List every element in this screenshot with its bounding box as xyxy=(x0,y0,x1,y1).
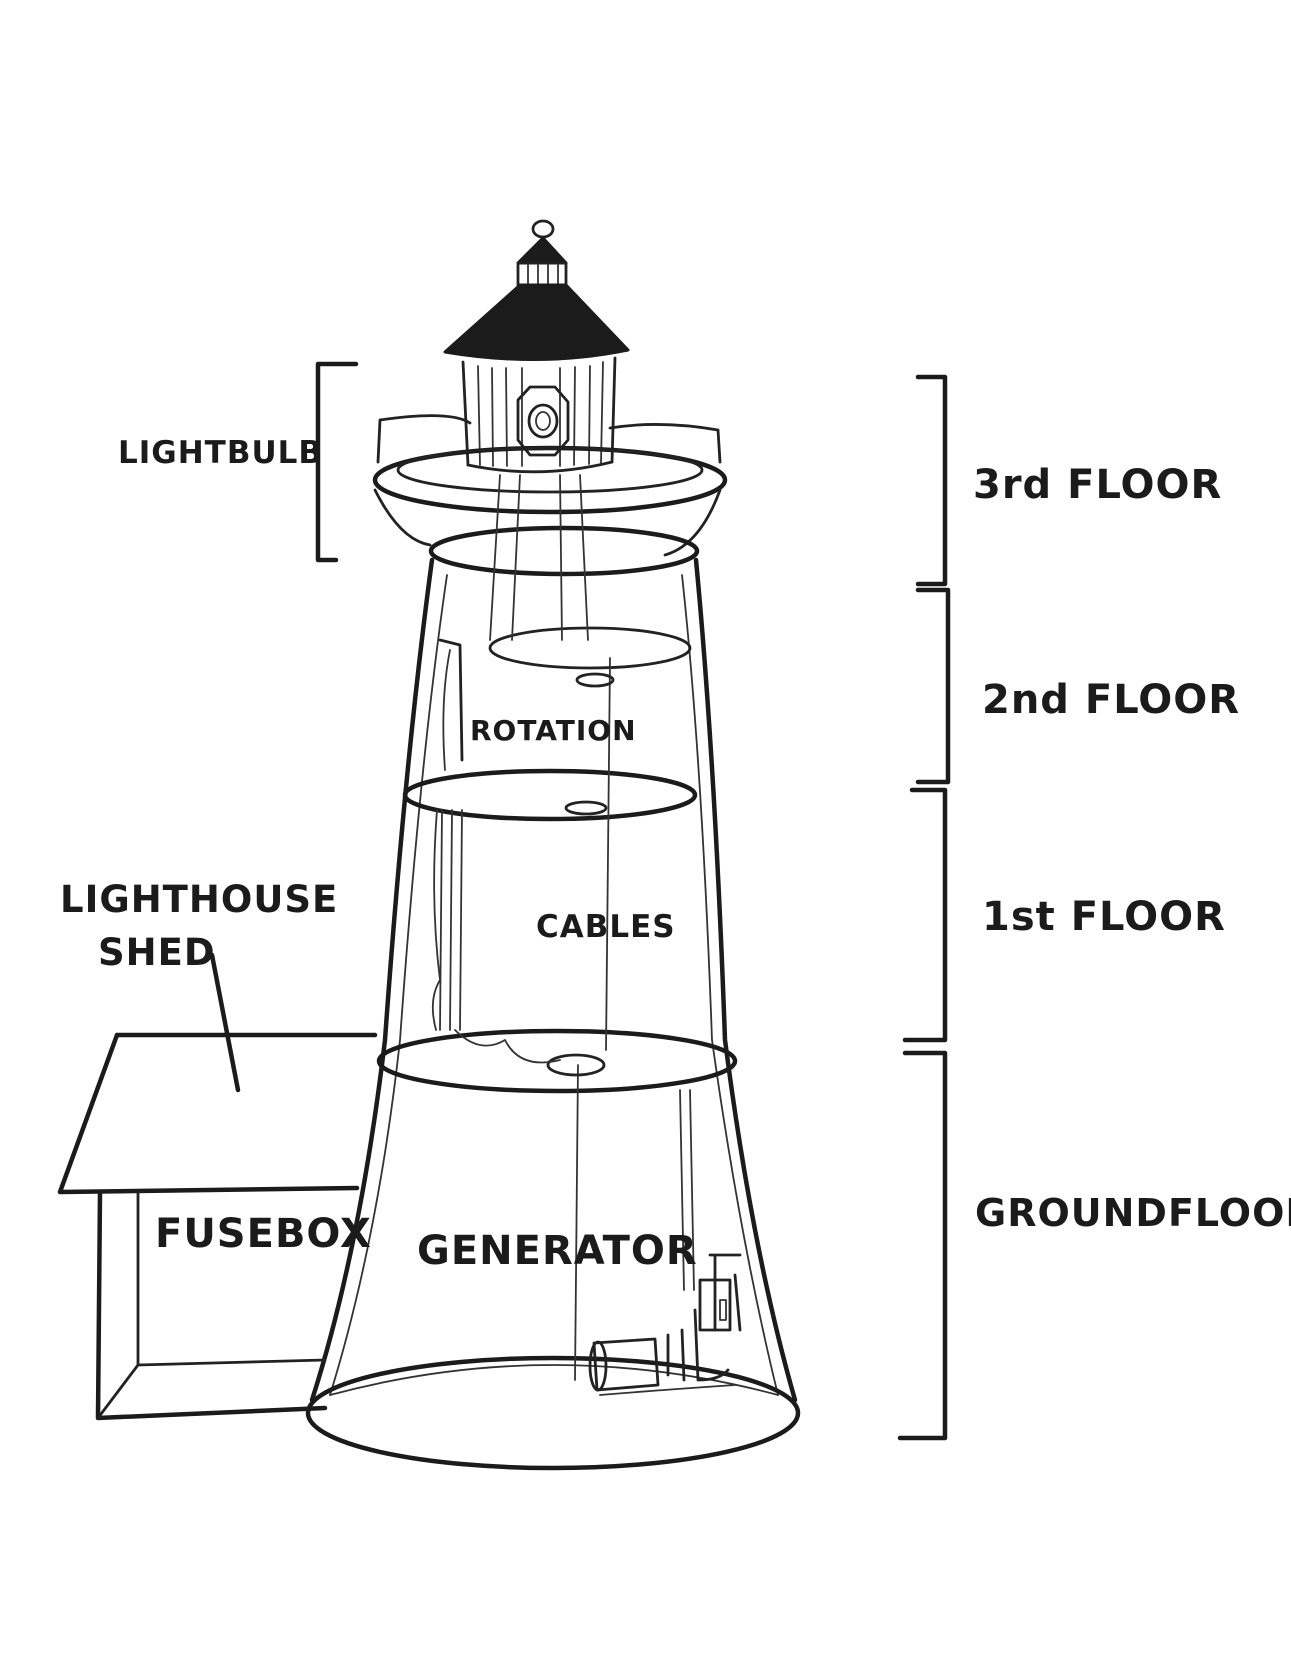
label-lighthouse: LIGHTHOUSE xyxy=(60,878,338,921)
label-cables: CABLES xyxy=(536,909,676,945)
bracket-1st-floor xyxy=(902,787,948,1043)
label-groundfloor: GROUNDFLOOR xyxy=(975,1191,1291,1235)
label-1st-floor: 1st FLOOR xyxy=(982,894,1226,940)
label-rotation: ROTATION xyxy=(470,714,637,747)
bracket-3rd-floor xyxy=(915,374,948,587)
bracket-groundfloor xyxy=(897,1050,948,1441)
bracket-lightbulb xyxy=(315,361,359,563)
lighthouse-lantern xyxy=(443,219,630,474)
label-generator: GENERATOR xyxy=(417,1228,698,1274)
label-fusebox: FUSEBOX xyxy=(155,1211,372,1257)
label-2nd-floor: 2nd FLOOR xyxy=(982,677,1240,723)
label-shed: SHED xyxy=(98,931,216,974)
label-3rd-floor: 3rd FLOOR xyxy=(973,462,1222,508)
lighthouse-tower xyxy=(305,474,801,1471)
label-lightbulb: LIGHTBULB xyxy=(118,435,323,471)
bracket-2nd-floor xyxy=(915,587,951,785)
lighthouse-shed xyxy=(57,952,378,1421)
lighthouse-balcony xyxy=(372,414,728,557)
floor-brackets xyxy=(315,361,951,1441)
